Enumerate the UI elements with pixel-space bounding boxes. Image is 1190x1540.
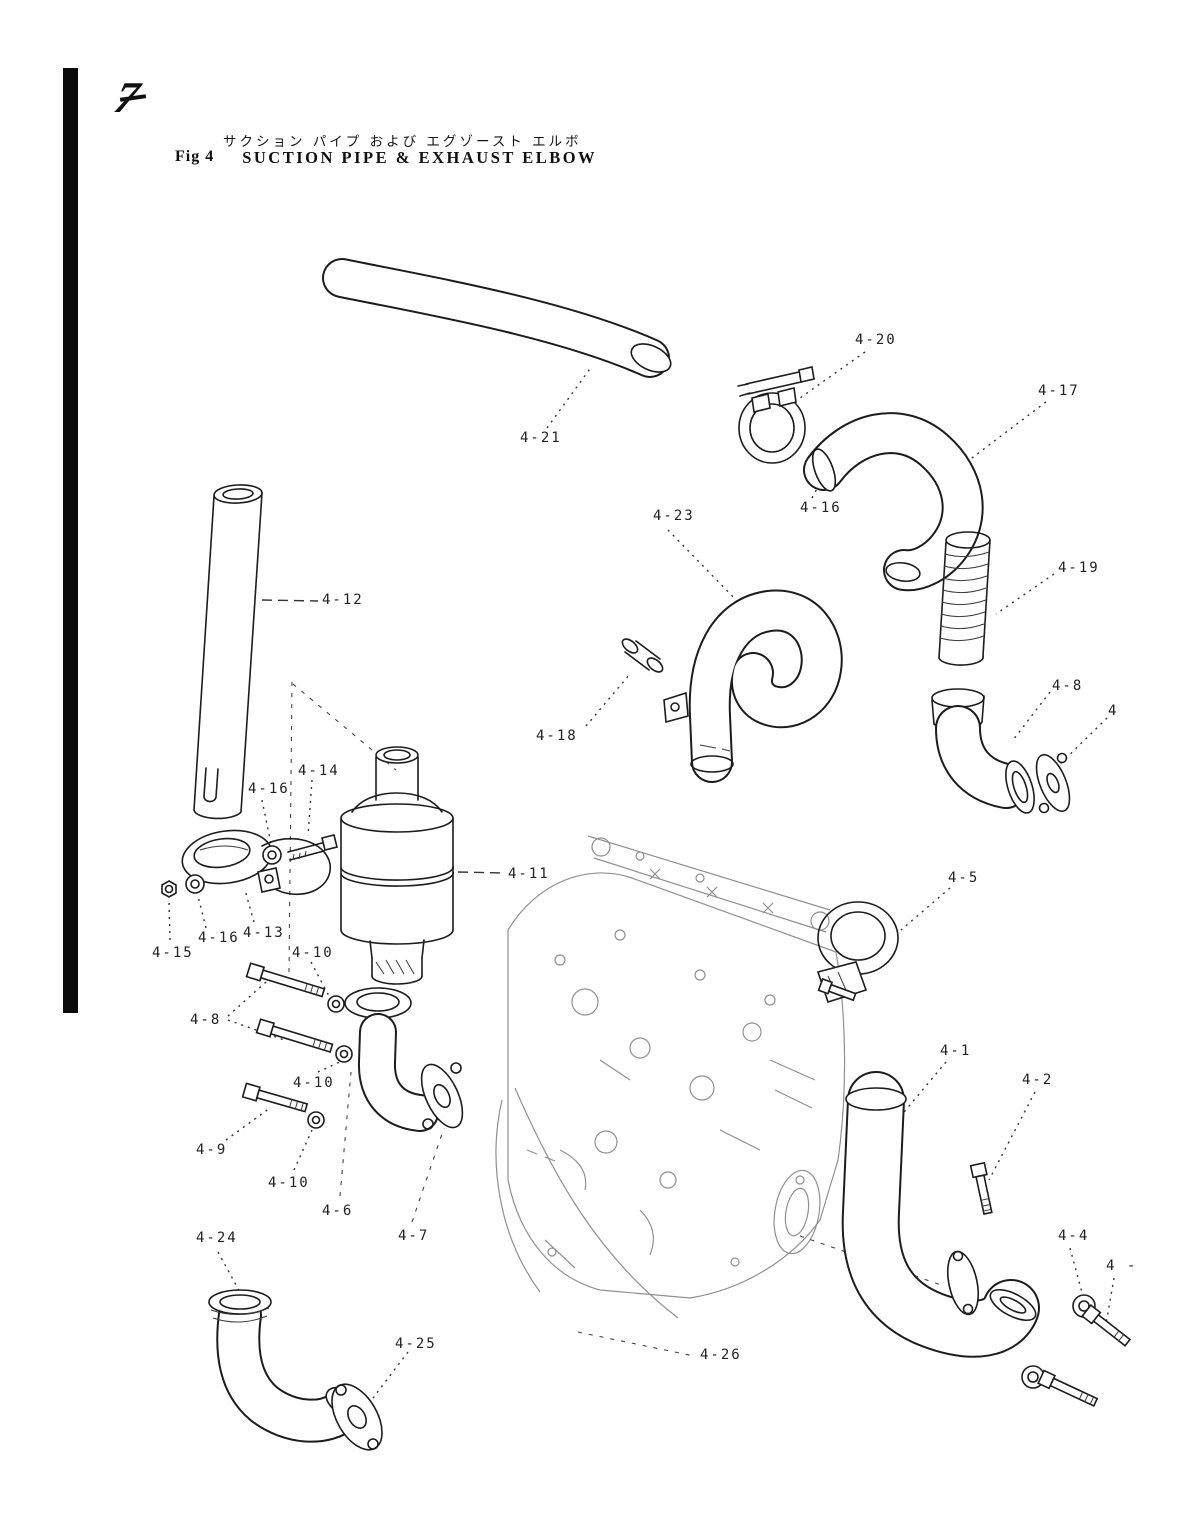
exhaust-hose-drawing xyxy=(803,412,984,592)
callout-4-10a: 4-10 xyxy=(292,945,334,961)
callout-4-partial: 4 - xyxy=(1106,1258,1138,1274)
callout-4-16b: 4-16 xyxy=(248,781,290,797)
figure-title-japanese: サクション パイプ および エグゾースト エルボ xyxy=(223,134,582,150)
callout-4-5: 4-5 xyxy=(948,870,980,886)
callout-4-2: 4-2 xyxy=(1022,1072,1054,1088)
binder-edge-bar xyxy=(63,68,78,1013)
callout-4-20: 4-20 xyxy=(855,332,897,348)
callout-4-4: 4-4 xyxy=(1058,1228,1090,1244)
figure-number: Fig 4 xyxy=(175,148,215,165)
callout-4-16: 4-16 xyxy=(800,500,842,516)
bolt-4-2-drawing xyxy=(969,1161,993,1215)
s-pipe-drawing xyxy=(663,589,843,783)
exhaust-elbow-right-drawing xyxy=(931,688,1071,814)
callout-4-9: 4-9 xyxy=(196,1142,228,1158)
callout-4-10b: 4-10 xyxy=(293,1075,335,1091)
callout-4-6: 4-6 xyxy=(322,1203,354,1219)
callout-4-19: 4-19 xyxy=(1058,560,1100,576)
figure-title-row: Fig 4 SUCTION PIPE & EXHAUST ELBOW xyxy=(175,148,597,168)
callout-4: 4 xyxy=(1108,703,1119,719)
callout-4-10c: 4-10 xyxy=(268,1175,310,1191)
callout-4-8: 4-8 xyxy=(1052,678,1084,694)
callout-4-13: 4-13 xyxy=(243,925,285,941)
pipe-bracket-cluster-drawing xyxy=(161,829,338,898)
callout-4-16c: 4-16 xyxy=(198,930,240,946)
exhaust-clamp-drawing xyxy=(816,901,899,1003)
callout-4-18: 4-18 xyxy=(536,728,578,744)
suction-elbow-assembly-drawing xyxy=(344,987,464,1132)
callout-4-12: 4-12 xyxy=(322,592,364,608)
callout-4-15: 4-15 xyxy=(152,945,194,961)
leader-lines xyxy=(168,351,1115,1399)
suction-hose-drawing xyxy=(322,258,672,378)
callout-4-23: 4-23 xyxy=(653,508,695,524)
callout-4-26: 4-26 xyxy=(700,1347,742,1363)
callout-4-11: 4-11 xyxy=(508,866,550,882)
callout-4-24: 4-24 xyxy=(196,1230,238,1246)
bolt-washer-cluster-drawing xyxy=(241,962,353,1129)
figure-title-english: SUCTION PIPE & EXHAUST ELBOW xyxy=(242,148,598,167)
muffler-drawing xyxy=(340,746,454,985)
callout-4-8b: 4-8 xyxy=(190,1012,222,1028)
exhaust-pipe-drawing xyxy=(841,1071,1040,1358)
pipe-nipple-drawing xyxy=(621,638,664,673)
bottom-right-hardware-drawing xyxy=(1021,1294,1132,1407)
hose-clamp-drawing xyxy=(737,366,815,464)
flex-pipe-drawing xyxy=(938,531,991,666)
callout-4-14: 4-14 xyxy=(298,763,340,779)
callout-4-25: 4-25 xyxy=(395,1336,437,1352)
flange-gasket-drawing xyxy=(331,1383,383,1451)
callout-4-21: 4-21 xyxy=(520,430,562,446)
tall-suction-pipe-drawing xyxy=(193,484,263,820)
callout-4-17: 4-17 xyxy=(1038,383,1080,399)
engine-block-drawing xyxy=(495,835,846,1319)
callout-4-1: 4-1 xyxy=(940,1043,972,1059)
callout-4-7: 4-7 xyxy=(398,1228,430,1244)
